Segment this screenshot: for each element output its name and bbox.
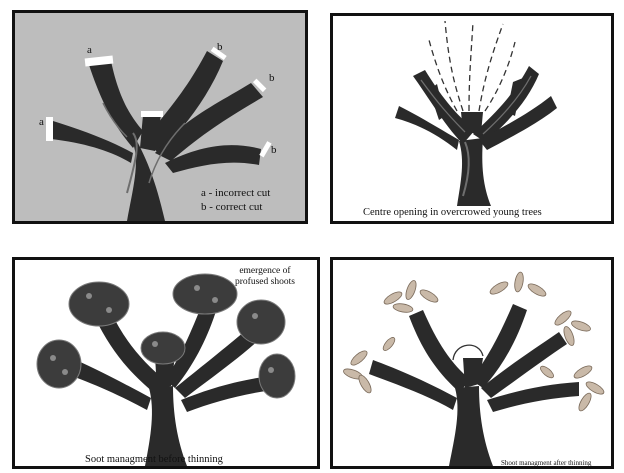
tree-illustration-thinned-shoots (333, 260, 611, 466)
tree-trunk (395, 66, 557, 206)
cut-label-b: b (217, 41, 223, 53)
legend-incorrect-cut: a - incorrect cut (201, 186, 270, 200)
cut-label-b: b (271, 144, 277, 156)
annotation-profused-shoots: emergence of profused shoots (235, 266, 295, 288)
caption-before-thinning: Soot managment before thinning (85, 454, 223, 465)
panel-after-thinning: Shoot managment after thinning (330, 257, 614, 469)
cut-legend: a - incorrect cut b - correct cut (201, 186, 270, 214)
caption-centre-opening: Centre opening in overcrowed young trees (363, 207, 542, 218)
caption-after-thinning: Shoot managment after thinning (501, 459, 591, 467)
tree-trunk (369, 304, 579, 466)
cut-label-a: a (87, 44, 92, 56)
cut-label-b: b (269, 72, 275, 84)
panel-pruning-cuts: a a b b b a - incorrect cut b - correct … (12, 10, 308, 224)
annotation-line-2: profused shoots (235, 277, 295, 288)
annotation-line-1: emergence of (235, 266, 295, 277)
tree-illustration-dense-shoots (15, 260, 317, 466)
tree-illustration-open-centre (333, 16, 611, 221)
wound-highlight-arc (453, 345, 483, 360)
legend-correct-cut: b - correct cut (201, 200, 270, 214)
panel-before-thinning: emergence of profused shoots Soot managm… (12, 257, 320, 469)
cut-label-a: a (39, 116, 44, 128)
panel-centre-opening: Centre opening in overcrowed young trees (330, 13, 614, 224)
